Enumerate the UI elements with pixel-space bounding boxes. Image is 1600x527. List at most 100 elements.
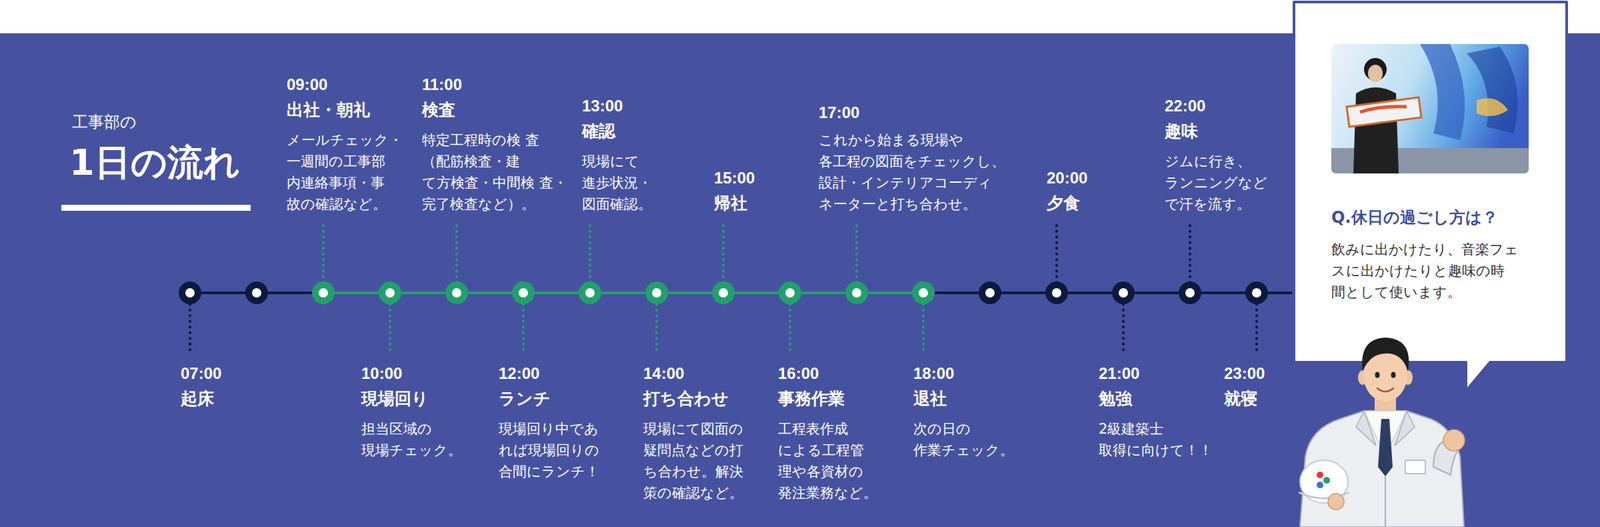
timeline-segment [334,291,379,294]
timeline-dot: 09:00出社・朝礼メールチェック・ 一週間の工事部 内連絡事項・事 故の確認な… [312,281,335,304]
timeline-dot: 22:00趣味ジムに行き、 ランニングなど で汗を流す。 [1178,281,1202,304]
event-heading: 現場回り [361,387,467,410]
person-smile [1377,388,1394,392]
event-description: 次の日の 作業チェック。 [913,418,1019,461]
timeline-stub [1266,291,1292,294]
event-description: 現場回り中であ れば現場回りの 合間にランチ！ [498,418,604,482]
person-hair [1362,337,1409,371]
title-underline [61,204,251,211]
timeline-segment [1134,291,1179,294]
timeline-dot: 16:00事務作業工程表作成 による工程管 理や各資材の 発注業務など。 [778,281,802,304]
event-text-group: 09:00出社・朝礼メールチェック・ 一週間の工事部 内連絡事項・事 故の確認な… [286,74,406,215]
timeline-dot: 10:00現場回り担当区域の 現場チェック。 [378,281,402,304]
time-label: 18:00 [913,363,1019,384]
timeline-segment [401,291,446,294]
time-label: 22:00 [1164,96,1270,116]
event-text-group: 18:00退社次の日の 作業チェック。 [913,363,1019,461]
empty-dot [978,281,1002,304]
empty-dot-center [985,288,995,298]
person-eye [1391,372,1396,378]
person-hand [1328,493,1344,510]
event-description: 2級建築士 取得に向けて！！ [1098,418,1218,461]
event-text-group: 21:00勉強2級建築士 取得に向けて！！ [1098,363,1218,461]
event-text-group: 10:00 現場回り担当区域の 現場チェック。 [361,363,467,461]
time-label: 16:00 [778,363,884,384]
time-label: 23:00 [1224,363,1265,384]
event-text-group: 11:00検査特定工程時の検 査（配筋検査・建 て方検査・中間検 査・完了検査な… [422,74,570,215]
time-label: 09:00 [286,74,406,95]
time-label: 13:00 [582,96,660,116]
person-tie [1378,418,1393,476]
event-heading: 打ち合わせ [643,387,749,410]
timeline-segment [1068,291,1112,294]
answer-text: 飲みに出かけたり、音楽フェ スに出かけたりと趣味の時 間として使います。 [1331,238,1521,303]
speech-bubble-shape [1294,2,1567,391]
timeline-dot: 14:00打ち合わせ現場にて図面の 疑問点などの打 ち合わせ。解決 策の確認など… [645,281,668,304]
hard-hat-logo [1316,481,1324,488]
question-heading: Q.休日の過ごし方は？ [1331,206,1567,228]
time-label: 21:00 [1098,363,1218,384]
event-heading: 検査 [422,98,570,122]
time-label: 15:00 [714,168,755,188]
event-text-group: 14:00 打ち合わせ現場にて図面の 疑問点などの打 ち合わせ。解決 策の確認など… [643,363,749,504]
event-heading: 趣味 [1164,120,1270,143]
time-label: 12:00 [498,363,604,384]
event-description: 現場にて図面の 疑問点などの打 ち合わせ。解決 策の確認など。 [643,418,749,504]
empty-dot-center [252,288,262,298]
speech-bubble: Q.休日の過ごし方は？ 飲みに出かけたり、音楽フェ スに出かけたりと趣味の時 間と… [1294,2,1567,362]
hard-hat-logo [1316,471,1324,478]
photo-graffiti [1420,44,1465,140]
photo-ground [1331,44,1529,174]
event-description: メールチェック・ 一週間の工事部 内連絡事項・事 故の確認など。 [286,129,406,215]
photo [1331,44,1529,174]
event-text-group: 12:00 ランチ現場回り中であ れば現場回りの 合間にランチ！ [498,363,604,482]
timeline-dot: 17:00これから始まる現場や 各工程の図面をチェックし、 設計・インテリアコー… [845,281,868,304]
timeline-dot: 11:00検査特定工程時の検 査（配筋検査・建 て方検査・中間検 査・完了検査な… [445,281,468,304]
photo-graffiti [1466,46,1518,134]
leader-group [190,225,1257,354]
time-label: 11:00 [422,74,570,95]
event-heading: 帰社 [714,192,755,215]
timeline-segment [734,291,779,294]
timeline-dot: 21:00勉強2級建築士 取得に向けて！！ [1112,281,1135,304]
time-label: 07:00 [180,363,222,384]
timeline-segment [468,291,512,294]
event-heading: 夕食 [1046,192,1088,215]
person-badge [1405,460,1426,474]
event-heading: 就寝 [1224,387,1265,410]
person-collar [1356,410,1376,446]
photo-towel [1346,97,1422,127]
person-zipper [1384,476,1386,527]
photo-person-face [1368,64,1383,82]
event-heading: 事務作業 [778,387,884,410]
event-text-group: 13:00確認現場にて 進歩状況・ 図面確認。 [582,96,660,215]
timeline-segment [801,291,846,294]
timeline-dot: 12:00ランチ現場回り中であ れば現場回りの 合間にランチ！ [512,281,535,304]
empty-dot [245,281,268,304]
person-illustration [1298,337,1465,527]
time-label: 14:00 [643,363,749,384]
timeline-dot: 07:00起床 [178,281,202,304]
event-description: これから始まる現場や 各工程の図面をチェックし、 設計・インテリアコーディ ネー… [818,129,1008,215]
time-label: 10:00 [361,363,467,384]
event-heading: ランチ [498,387,604,410]
timeline-dot: 18:00退社次の日の 作業チェック。 [912,281,935,304]
event-text-group: 17:00 これから始まる現場や 各工程の図面をチェックし、 設計・インテリアコー… [818,102,1008,215]
title-prefix: 工事部の [72,112,137,132]
timeline-segment [601,291,646,294]
timeline-segment [534,291,579,294]
time-label: 17:00 [818,102,1008,123]
timeline-dot: 23:00就寝 [1245,281,1268,304]
timeline-segment [1201,291,1246,294]
hard-hat-logo [1323,476,1330,484]
person-jacket [1300,410,1464,527]
event-heading: 確認 [582,120,660,143]
event-description: 担当区域の 現場チェック。 [361,418,467,461]
event-text-group: 23:00 就寝 [1224,363,1265,410]
event-text-group: 16:00事務作業工程表作成 による工程管 理や各資材の 発注業務など。 [778,363,884,504]
timeline-dot: 15:00帰社 [712,281,735,304]
person-eye [1375,372,1380,378]
